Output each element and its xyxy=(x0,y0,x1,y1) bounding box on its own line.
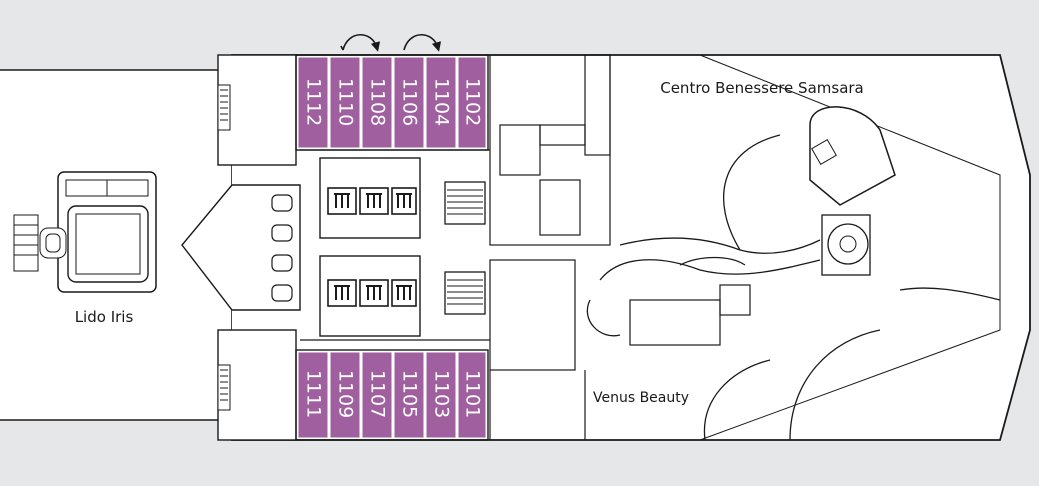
svg-text:1107: 1107 xyxy=(367,370,389,418)
spa-label: Centro Benessere Samsara xyxy=(660,79,864,97)
lower-stern-block xyxy=(217,329,297,441)
svg-text:1101: 1101 xyxy=(462,370,484,418)
svg-text:1106: 1106 xyxy=(399,78,421,126)
spa-whirlpool xyxy=(809,106,896,206)
cabin-1105[interactable]: 1105 xyxy=(393,351,425,439)
cabin-1103[interactable]: 1103 xyxy=(425,351,457,439)
svg-text:1111: 1111 xyxy=(303,370,325,418)
upper-stern-block xyxy=(217,54,297,166)
elevator-bank-lower xyxy=(319,255,421,337)
svg-text:1110: 1110 xyxy=(335,78,357,126)
stern-lounge xyxy=(181,184,301,311)
elevator-bank-upper xyxy=(319,157,421,239)
cabin-1104[interactable]: 1104 xyxy=(425,56,457,149)
cabin-1107[interactable]: 1107 xyxy=(361,351,393,439)
connecting-cabin-arrow-icon xyxy=(340,33,442,52)
vent-grille-bottom xyxy=(217,364,231,411)
cabin-1108[interactable]: 1108 xyxy=(361,56,393,149)
stairs-icon xyxy=(444,181,486,315)
lounge-seating xyxy=(271,194,293,302)
lido-iris-pool xyxy=(13,171,157,293)
cabin-1106[interactable]: 1106 xyxy=(393,56,425,149)
svg-text:1104: 1104 xyxy=(431,78,453,126)
svg-text:1109: 1109 xyxy=(335,370,357,418)
service-rooms xyxy=(489,54,751,440)
venus-beauty-label: Venus Beauty xyxy=(593,390,689,406)
svg-text:1112: 1112 xyxy=(303,78,325,126)
lido-iris-label: Lido Iris xyxy=(75,308,134,326)
cabin-1110[interactable]: 1110 xyxy=(329,56,361,149)
svg-text:1108: 1108 xyxy=(367,78,389,126)
cabin-1109[interactable]: 1109 xyxy=(329,351,361,439)
cabin-1112[interactable]: 1112 xyxy=(297,56,329,149)
spa-walls xyxy=(586,134,1001,441)
svg-text:1103: 1103 xyxy=(431,370,453,418)
cabin-1101[interactable]: 1101 xyxy=(457,351,487,439)
cabin-1111[interactable]: 1111 xyxy=(297,351,329,439)
cabin-1102[interactable]: 1102 xyxy=(457,56,487,149)
spiral-stairs-icon xyxy=(821,214,871,276)
cabins-top: 1112 1110 1108 1106 1104 1102 xyxy=(295,54,489,151)
svg-text:1105: 1105 xyxy=(399,370,421,418)
vent-grille-top xyxy=(217,84,231,131)
cabins-bottom: 1111 1109 1107 1105 1103 1101 xyxy=(295,349,489,441)
svg-text:1102: 1102 xyxy=(462,78,484,126)
